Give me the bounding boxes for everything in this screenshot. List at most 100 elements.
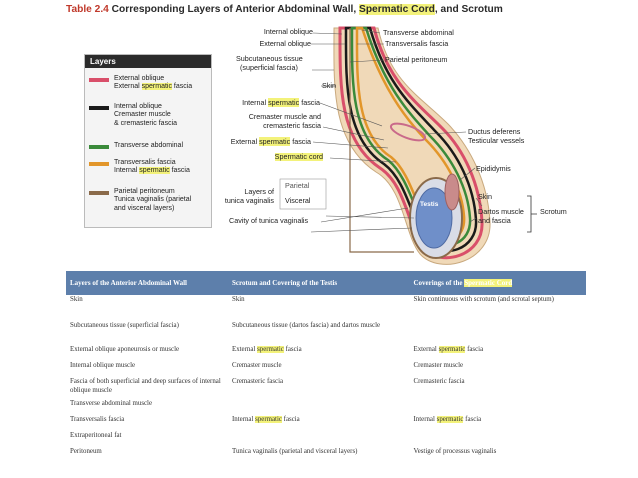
text-segment: & cremasteric fascia bbox=[114, 119, 178, 127]
table-cell: Skin bbox=[66, 295, 228, 321]
text-segment: Vestige of processus vaginalis bbox=[413, 448, 497, 455]
text-segment: Subcutaneous tissue (dartos fascia) and … bbox=[231, 322, 381, 329]
text-segment: fascia bbox=[169, 167, 190, 175]
legend-line: Internal spermatic fascia bbox=[114, 167, 209, 175]
layer-internal-oblique bbox=[344, 26, 478, 253]
label-skin: Skin bbox=[322, 81, 336, 90]
anatomy-figure bbox=[0, 22, 638, 272]
table-cell bbox=[409, 431, 586, 447]
table-header: Scrotum and Covering of the Testis bbox=[227, 271, 410, 295]
text-segment: External bbox=[114, 83, 142, 91]
label-internal-spermatic-fascia: Internal spermatic fascia bbox=[242, 98, 320, 107]
label-text: fascia bbox=[290, 137, 311, 146]
table-cell: Internal oblique muscle bbox=[66, 361, 228, 377]
label-highlight: spermatic bbox=[259, 137, 291, 146]
legend-line: External spermatic fascia bbox=[114, 83, 209, 91]
table-cell: Transverse abdominal muscle bbox=[66, 399, 228, 415]
highlight-segment: Spermatic Cord bbox=[464, 279, 513, 287]
label-highlight: spermatic bbox=[268, 98, 300, 107]
table-row: Fascia of both superficial and deep surf… bbox=[66, 377, 586, 399]
text-segment: Internal bbox=[114, 167, 140, 175]
table-cell: External oblique aponeurosis or muscle bbox=[66, 345, 228, 361]
text-segment: Layers of the Anterior Abdominal Wall bbox=[70, 279, 187, 287]
table-cell: Fascia of both superficial and deep surf… bbox=[66, 377, 228, 399]
label-cremaster-2: cremasteric fascia bbox=[263, 121, 321, 130]
table-cell: Peritoneum bbox=[66, 447, 228, 463]
text-segment: fascia bbox=[465, 346, 484, 353]
legend-line: Cremaster muscle bbox=[114, 111, 209, 119]
text-segment: External bbox=[231, 346, 258, 353]
label-spermatic-cord: Spermatic cord bbox=[274, 152, 323, 162]
legend-swatch bbox=[89, 162, 109, 166]
text-segment: Extraperitoneal fat bbox=[70, 432, 122, 439]
text-segment: Internal oblique muscle bbox=[70, 362, 136, 369]
table-cell: Tunica vaginalis (parietal and visceral … bbox=[228, 447, 410, 463]
title-highlight: Spermatic Cord bbox=[359, 4, 435, 15]
table-cell: Cremasteric fascia bbox=[409, 377, 586, 399]
text-segment: Tunica vaginalis (parietal and visceral … bbox=[231, 448, 358, 455]
text-segment: Cremasteric fascia bbox=[413, 378, 465, 385]
legend-item-text: Transverse abdominal bbox=[114, 142, 209, 150]
cord-ring bbox=[389, 122, 427, 142]
layer-peritoneum bbox=[349, 28, 414, 253]
label-text: External bbox=[230, 137, 260, 146]
text-segment: Internal oblique bbox=[114, 103, 162, 110]
label-scrotum: Scrotum bbox=[540, 207, 567, 216]
text-segment: Skin continuous with scrotum (and scrota… bbox=[413, 296, 554, 303]
legend-line: Internal oblique bbox=[114, 103, 209, 111]
text-segment: Parietal peritoneum bbox=[114, 188, 175, 195]
table-cell bbox=[409, 399, 586, 415]
table-cell: Subcutaneous tissue (dartos fascia) and … bbox=[228, 321, 410, 345]
table-cell: Transversalis fascia bbox=[66, 415, 228, 431]
legend-line: Transversalis fascia bbox=[114, 159, 209, 167]
table-title: Table 2.4 Corresponding Layers of Anteri… bbox=[66, 4, 503, 15]
table-cell bbox=[409, 321, 586, 345]
text-segment: fascia bbox=[281, 416, 300, 423]
text-segment: External oblique bbox=[114, 75, 165, 82]
label-parietal: Parietal bbox=[285, 181, 310, 190]
legend-heading: Layers bbox=[85, 55, 211, 68]
label-subcutaneous-2: (superficial fascia) bbox=[240, 63, 298, 72]
highlight-segment: spermatic bbox=[257, 346, 284, 353]
label-external-spermatic-fascia: External spermatic fascia bbox=[230, 137, 311, 146]
text-segment: Skin bbox=[70, 296, 83, 303]
table-row: Extraperitoneal fat bbox=[66, 431, 586, 447]
text-segment: fascia bbox=[171, 83, 193, 91]
label-cremaster-1: Cremaster muscle and bbox=[248, 112, 321, 121]
table-cell: Internal spermatic fascia bbox=[409, 415, 586, 431]
text-segment: Fascia of both superficial and deep surf… bbox=[70, 378, 221, 394]
legend-line: Transverse abdominal bbox=[114, 142, 209, 150]
label-ductus-2: Testicular vessels bbox=[468, 136, 525, 145]
text-segment: Transversalis fascia bbox=[114, 159, 176, 166]
text-segment: Scrotum and Covering of the Testis bbox=[231, 279, 338, 287]
text-segment: Cremaster muscle bbox=[114, 111, 171, 119]
legend-swatch bbox=[89, 106, 109, 110]
table-row: Subcutaneous tissue (superficial fascia)… bbox=[66, 321, 586, 345]
text-segment: Cremaster muscle bbox=[231, 362, 282, 369]
highlight-segment: spermatic bbox=[139, 167, 170, 175]
label-external-oblique: External oblique bbox=[259, 39, 311, 48]
highlight-segment: spermatic bbox=[255, 416, 282, 423]
table-cell: Subcutaneous tissue (superficial fascia) bbox=[66, 321, 228, 345]
text-segment: Internal bbox=[231, 416, 256, 423]
legend-line: & cremasteric fascia bbox=[114, 120, 209, 128]
legend-swatch bbox=[89, 78, 109, 82]
table-row: Internal oblique muscle Cremaster muscle C… bbox=[66, 361, 586, 377]
layers-table: Layers of the Anterior Abdominal Wall Sc… bbox=[66, 271, 586, 463]
text-segment: Coverings of the bbox=[413, 279, 465, 287]
text-segment: Cremaster muscle bbox=[413, 362, 464, 369]
table-cell: Cremaster muscle bbox=[409, 361, 586, 377]
text-segment: Subcutaneous tissue (superficial fascia) bbox=[70, 322, 179, 329]
label-layers-of-1: Layers of bbox=[244, 187, 274, 196]
table-row: Transverse abdominal muscle bbox=[66, 399, 586, 415]
